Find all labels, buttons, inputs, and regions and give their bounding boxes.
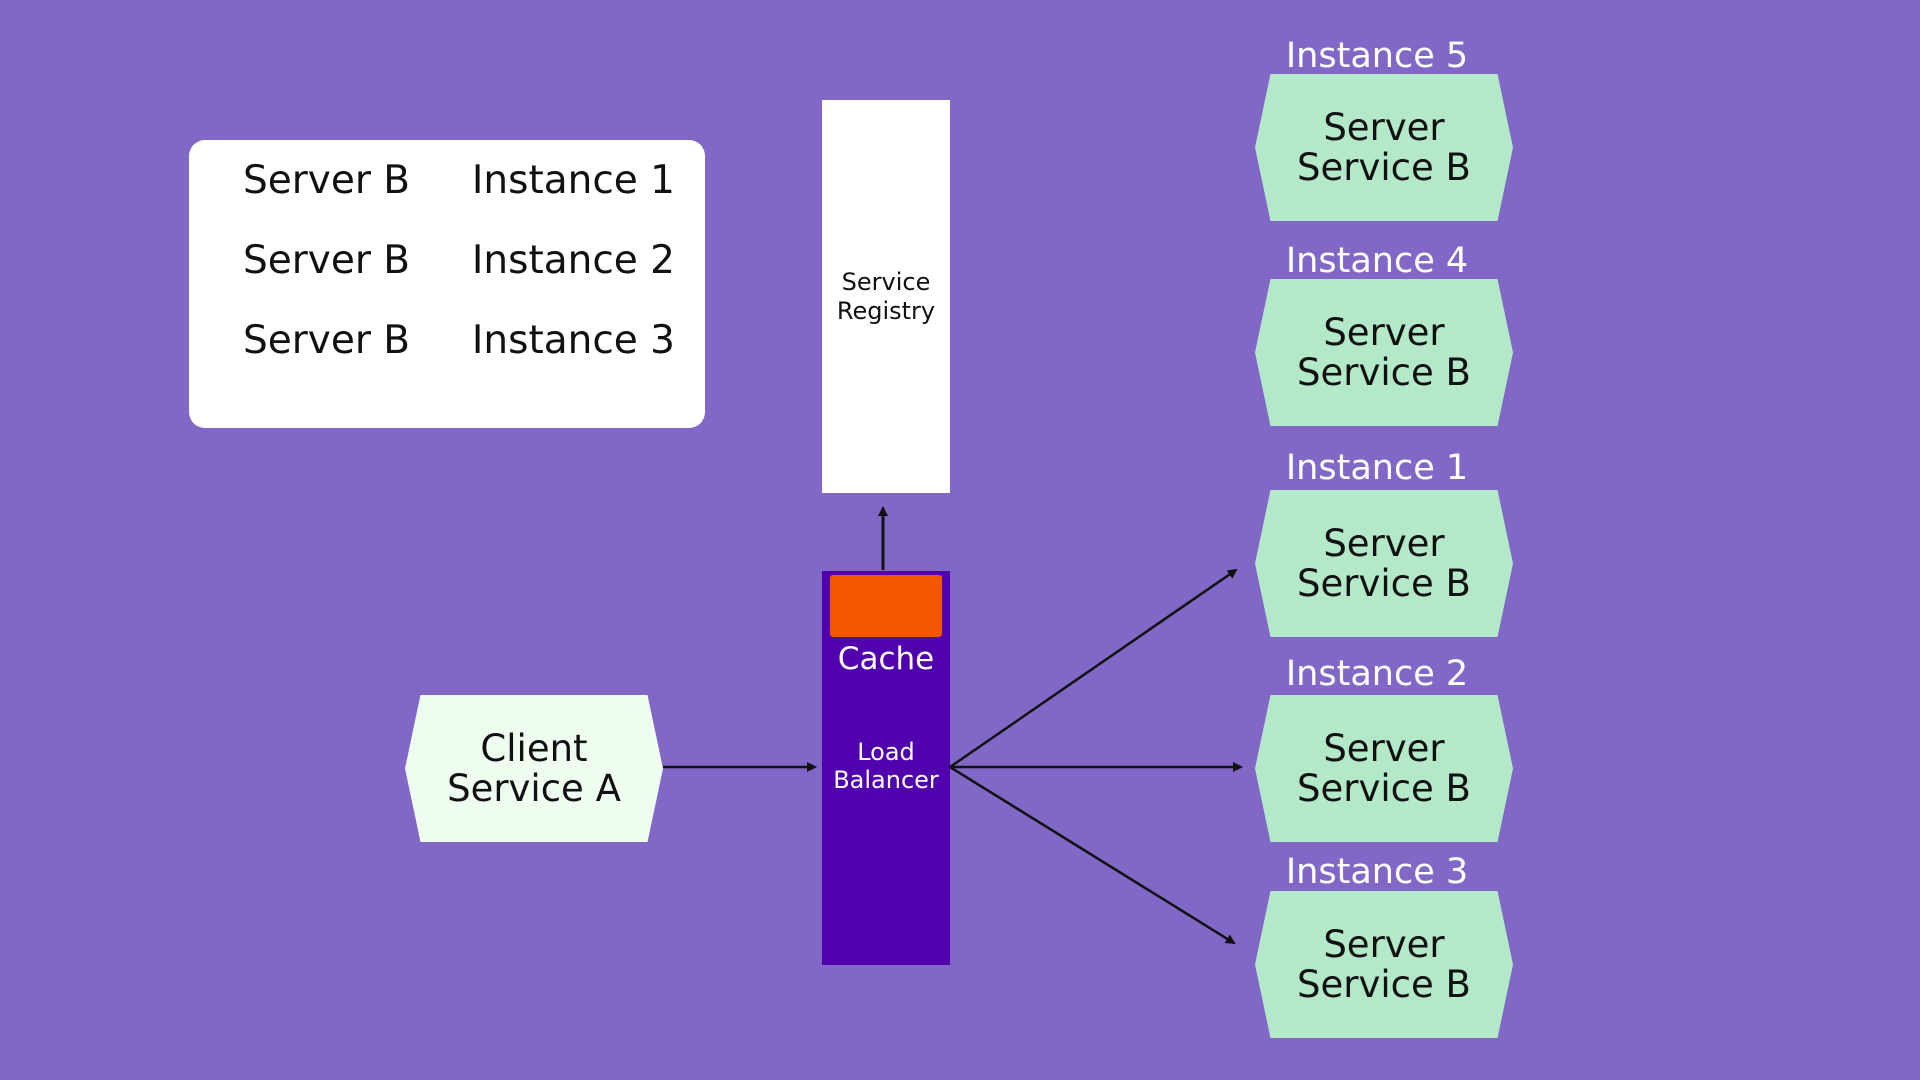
service-registry-label: Service Registry: [836, 267, 936, 325]
load-balancer-label: Load Balancer: [833, 738, 939, 794]
registry-row-instance: Instance 3: [471, 318, 675, 363]
client-service-node: Client Service A: [405, 695, 663, 842]
cache-block: [830, 575, 942, 637]
service-registry: Service Registry: [822, 100, 950, 493]
load-balancer: Cache Load Balancer: [822, 571, 950, 965]
instance-title: Instance 3: [1285, 852, 1469, 892]
arrow-lb-to-instance-3: [949, 765, 1236, 945]
instance-title: Instance 5: [1285, 36, 1469, 76]
registry-row-instance: Instance 1: [471, 158, 675, 203]
instance-title: Instance 2: [1285, 654, 1469, 694]
registry-row-server: Server B: [243, 238, 411, 283]
server-instance-node: Server Service B: [1255, 891, 1513, 1038]
server-instance-node: Server Service B: [1255, 279, 1513, 426]
registry-row-server: Server B: [243, 318, 411, 363]
server-instance-node: Server Service B: [1255, 695, 1513, 842]
instance-title: Instance 1: [1285, 448, 1469, 488]
registry-row-server: Server B: [243, 158, 411, 203]
instance-title: Instance 4: [1285, 241, 1469, 281]
registry-table-card: Server B Instance 1 Server B Instance 2 …: [189, 140, 705, 428]
registry-row-instance: Instance 2: [471, 238, 675, 283]
server-instance-node: Server Service B: [1255, 74, 1513, 221]
arrow-lb-to-instance-1: [949, 568, 1238, 769]
server-instance-node: Server Service B: [1255, 490, 1513, 637]
cache-label: Cache: [837, 641, 935, 677]
